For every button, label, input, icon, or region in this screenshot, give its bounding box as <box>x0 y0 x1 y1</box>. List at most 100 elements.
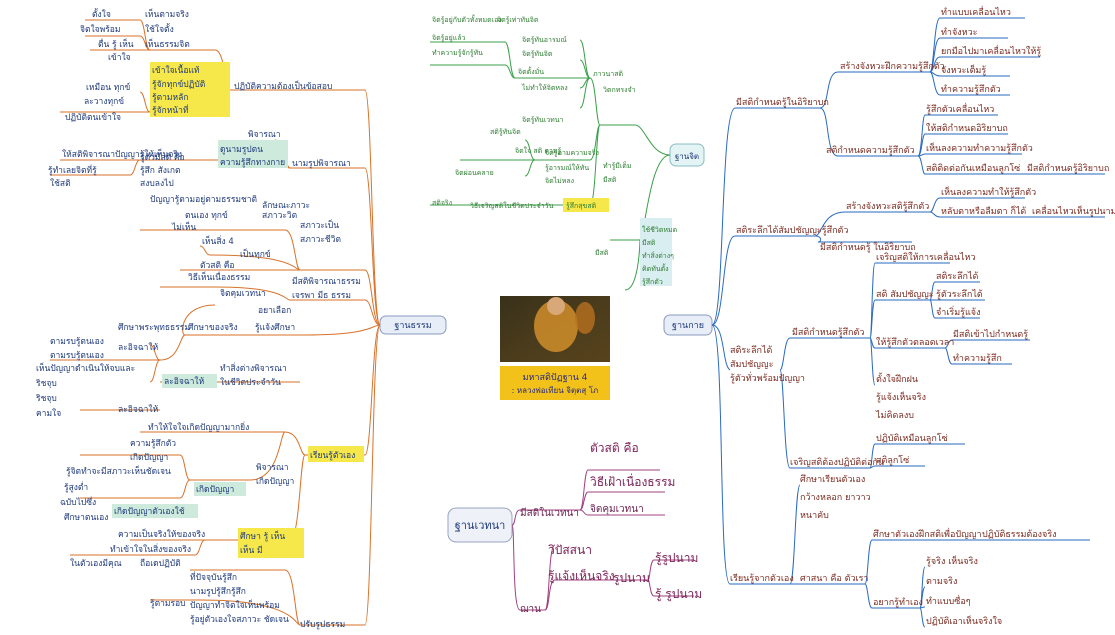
dhamma-g5-a: ศึกษาพระพุทธธรรม <box>118 323 190 333</box>
dhamma-g6-list: ฉบับไปซึ่ง <box>60 496 96 508</box>
dhamma-g5-b: ศึกษาของจริง <box>188 323 238 333</box>
kaya-b3a-2: ให้รู้สึกตัวตลอดเวลา <box>876 337 954 348</box>
dhamma-g3-extra: เป็นทุกข์ <box>240 248 271 260</box>
kaya-b2a-item: หลับตาหรือลืมตา ก็ได้ <box>941 204 1026 217</box>
vedana-b2-item: รู้ รูปนาม <box>655 587 702 602</box>
dhamma-g6: เรียนรู้ตัวเอง <box>310 450 355 461</box>
dhamma-g6-bottom-hl: เห็น มี <box>240 544 263 556</box>
dhamma-g6-bottom: ทำเข้าใจในสิ่งของจริง <box>110 543 191 555</box>
dhamma-g3-list: ไม่เห็น <box>171 221 196 233</box>
kaya-b3a-2-item: มีสติเข้าไปกำหนดรู้ <box>953 329 1028 340</box>
kaya-b4a-2: อยากรู้ทำเอง <box>873 597 923 608</box>
dhamma-g6-sub: รู้จิตทำจะมีสภาวะเห็นชัดเจน <box>66 465 171 477</box>
dhamma-g6-bottom-left: ในตัวเองมีคุณ <box>70 558 122 569</box>
dhamma-g2-left: ใช้สติ <box>50 178 71 189</box>
dhamma-g6-item: ทำให้ใจใจเกิดปัญญามากยิ่ง <box>148 421 249 433</box>
hub-jit[interactable]: ฐานจิต <box>669 143 705 167</box>
jit-lower-item: จิตรู้ทันเวทนา <box>522 116 564 124</box>
vedana-b2-mid: รู้แจ้งเห็นจริง <box>548 568 615 584</box>
kaya-b1: มีสติกำหนดรู้ในอิริยาบถ <box>736 97 829 108</box>
dhamma-g6-r: พิจารณา <box>256 463 289 473</box>
dhamma-g6-list-hl: เกิดปัญญาตัวเองใช้ <box>114 506 185 517</box>
kaya-b4a-2-item: รู้จริง เห็นจริง <box>926 554 978 567</box>
dhamma-g5-l2: เห็นปัญญาดำเนินให้จบและ <box>36 362 135 374</box>
kaya-b4-top: ศึกษาเรียนตัวเอง <box>800 474 865 485</box>
dhamma-g3-sub: สภาวะวิต <box>262 211 297 221</box>
jit-lower-item: จิตใจ สติ ตามรู้ <box>515 146 562 155</box>
kaya-b4a-1-extra: ปฏิบัติธรรมต้องจริง <box>982 529 1057 540</box>
vedana-b2: ฌาน <box>520 604 541 615</box>
jit-mid-item: จิตรู้ทันอารมณ์ <box>522 36 567 44</box>
hub-vedana[interactable]: ฐานเวทนา <box>447 507 513 543</box>
dhamma-g5-l2: ริชจุบ <box>36 394 57 404</box>
dhamma-g6-r: เกิดปัญญา <box>256 477 294 487</box>
kaya-b1a-item: ยกมือไปมาเคลื่อนไหวให้รู้ <box>941 44 1041 57</box>
dhamma-g2-highlight <box>218 140 288 168</box>
vedana-b2-rupa: รูปนาม <box>613 571 650 586</box>
center-caption-line2: : หลวงพ่อเทียน จิตฺตสุ โภ <box>512 385 599 395</box>
jit-label-right: วิตกทรงจำ <box>603 86 636 94</box>
vedana-labels: มีสติในเวทนา ตัวสติ คือ วิธีเฝ้าเนื่องธร… <box>520 441 702 615</box>
dhamma-g6-list: ศึกษาตนเอง <box>64 513 108 523</box>
kaya-b1a-item: ทำความรู้สึกตัว <box>941 84 1001 95</box>
jit-label: จิตไม่หลง <box>545 176 574 185</box>
hub-dhamma-label: ฐานธรรม <box>394 321 431 331</box>
dhamma-g5-c: รู้แจ้งศึกษา <box>255 322 295 333</box>
dhamma-g5-r2: ในชีวิตประจำวัน <box>220 377 281 388</box>
hub-dhamma[interactable]: ฐานธรรม <box>379 315 447 335</box>
dhamma-g2-left: รู้ทำเลยจิตที่รู้ <box>48 164 97 176</box>
kaya-b2a-item: เห็นลงความทำให้รู้สึกตัว <box>941 185 1036 198</box>
jit-top-item: จิตรู้เท่าทันจิต <box>497 16 539 24</box>
dhamma-g3-sub: ลักษณะภาวะ <box>262 201 310 211</box>
dhamma-g3-mid: สภาวะเป็น <box>300 219 339 231</box>
dhamma-g1-hl: รู้จักหน้าที่ <box>152 104 189 116</box>
jit-list-item: คิดทันตั้ง <box>642 262 669 273</box>
jit-top-item: จิตรู้อยู่แล้ว <box>432 34 466 42</box>
kaya-b3a: มีสติกำหนดรู้สึกตัว <box>792 327 864 338</box>
dhamma-g3: ปัญญารู้ตามอยู่ตามธรรมชาติ <box>150 194 257 205</box>
dhamma-branches <box>50 19 381 626</box>
jit-label-right: ทำรู้มีเต็ม <box>603 161 631 170</box>
kaya-b3a-3: ไม่คิดลงบ <box>875 410 914 421</box>
dhamma-g1-top: ตื่น รู้ เห็น <box>98 38 134 50</box>
kaya-b3a-2-item: ทำความรู้สึก <box>953 353 1002 364</box>
dhamma-g6-hl-box <box>194 482 246 496</box>
vedana-b1-item: จิตคุมเวทนา <box>590 504 644 515</box>
kaya-b2: สติระลึกได้สัมปชัญญะรู้สึกตัว <box>736 225 848 236</box>
jit-lower-item: จิตผ่อนคลาย <box>455 169 494 177</box>
dhamma-g5-mid: ละอิจฉาให้ <box>118 342 158 353</box>
dhamma-g1-top: ตั้งใจ <box>92 8 111 20</box>
kaya-b4-top: กว้างหลอก ยาวาว <box>800 492 871 503</box>
center-caption <box>500 366 610 400</box>
dhamma-g6-bottom: ความเป็นจริงให้ของจริง <box>118 528 205 540</box>
dhamma-g6-box <box>308 446 364 462</box>
kaya-b4a-1: ศึกษาตัวเองฝึกสติเพื่อปัญญา <box>873 527 982 540</box>
jit-label: รู้อารมณ์ให้ทัน <box>545 163 589 172</box>
dhamma-g6-item: ความรู้สึกตัว <box>130 438 176 449</box>
dhamma-g6-hl: เกิดปัญญา <box>196 485 234 495</box>
kaya-branches <box>711 17 1105 628</box>
hub-kaya[interactable]: ฐานกาย <box>663 314 713 336</box>
dhamma-g5-top: อยาเลือก <box>258 305 291 316</box>
dhamma-g4-item: จิตคุมเวทนา <box>220 289 266 299</box>
kaya-b3: สติระลึกได้สัมปชัญญะรู้ตัวทั่วพร้อมปัญญา <box>730 345 805 384</box>
dhamma-g7: ปรับรูปธรรม <box>300 620 345 630</box>
dhamma-g2-hl: ความรู้สึกทางกาย <box>220 157 285 168</box>
dhamma-g2-left: ให้สติพิจารณาปัญญารู้ให้เห็นจริง <box>62 148 182 160</box>
jit-labels: จิตรู้อยู่กับตัวทั้งหมดเอง จิตรู้เท่าทัน… <box>432 13 677 286</box>
jit-top-item: ทำความรู้จักรู้ทัน <box>432 49 483 57</box>
jit-bottom-highlight <box>563 198 609 212</box>
vedana-b1: มีสติในเวทนา <box>520 507 579 519</box>
kaya-b1a-item: ทำแบบเคลื่อนไหว <box>941 5 1011 18</box>
dhamma-g1-left: ละวางทุกข์ <box>84 96 124 107</box>
vedana-b1-item: ตัวสติ คือ <box>590 441 639 455</box>
kaya-b4a: ศาสนา คือ ตัวเรา <box>800 573 868 584</box>
dhamma-g4: มีสติพิจารณาธรรม <box>292 276 361 287</box>
kaya-b2a-extra: เคลื่อนไหวเห็นรูปนาม <box>1032 204 1115 217</box>
kaya-b4: เรียนรู้จากตัวเอง <box>730 573 794 584</box>
dhamma-g4-item: ตัวสติ คือ <box>200 260 235 271</box>
kaya-b2b: มีสติกำหนดรู้ ในอิริยาบถ <box>820 242 916 253</box>
hub-jit-label: ฐานจิต <box>675 152 699 161</box>
kaya-b4-top: หนาคับ <box>800 511 829 521</box>
